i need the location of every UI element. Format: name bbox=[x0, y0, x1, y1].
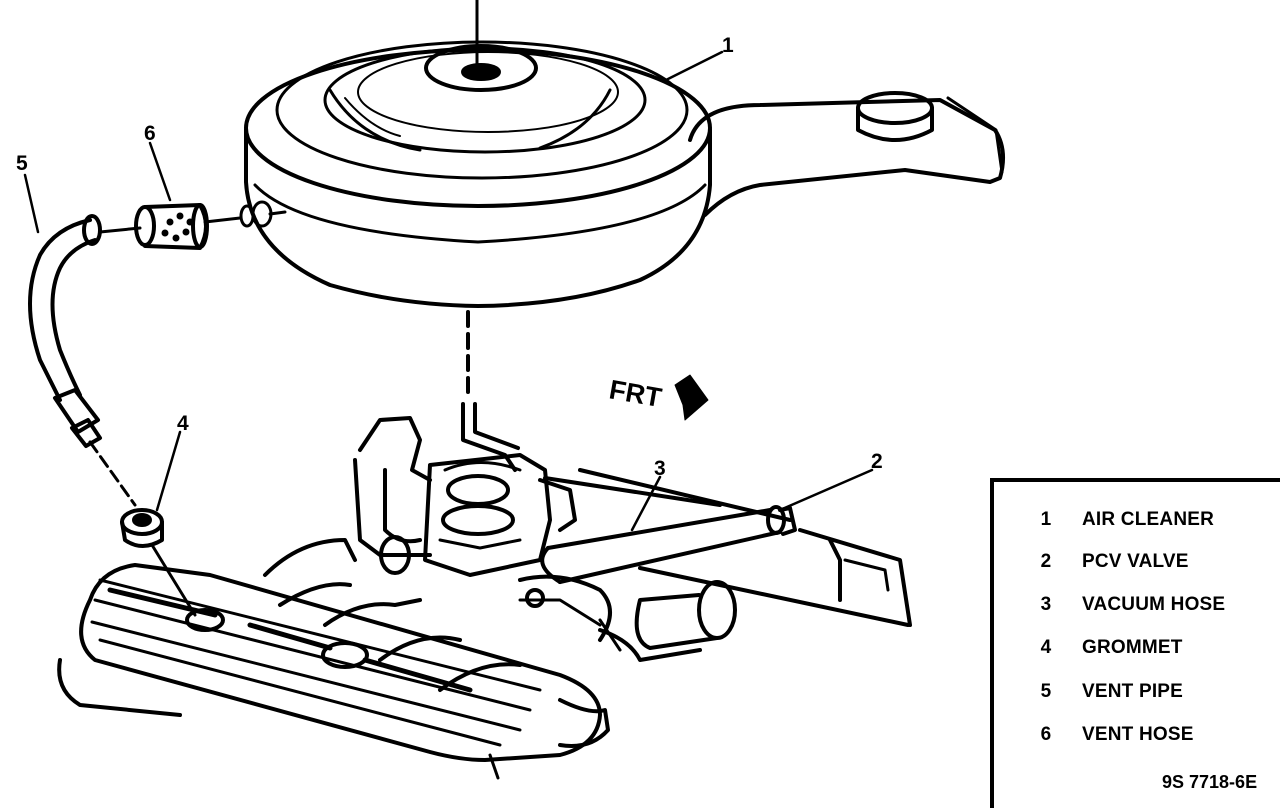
legend-box: 1 AIR CLEANER 2 PCV VALVE 3 VACUUM HOSE … bbox=[990, 478, 1280, 808]
legend-number: 4 bbox=[1040, 637, 1052, 658]
pipe-guide-line bbox=[88, 440, 137, 507]
legend-label: VENT HOSE bbox=[1082, 724, 1194, 745]
intake-manifold bbox=[263, 538, 737, 692]
figure-code: 9S 7718-6E bbox=[1162, 772, 1258, 792]
legend-label: VENT PIPE bbox=[1082, 681, 1184, 702]
vacuum-hose bbox=[540, 508, 782, 584]
vent-hose bbox=[134, 203, 209, 250]
callout-6: 6 bbox=[144, 122, 156, 145]
legend-number: 3 bbox=[1040, 594, 1052, 615]
callout-1: 1 bbox=[722, 34, 734, 57]
legend-label: PCV VALVE bbox=[1082, 551, 1189, 572]
carburetor bbox=[353, 402, 577, 577]
vent-pipe bbox=[28, 214, 102, 448]
callout-4: 4 bbox=[177, 412, 189, 435]
callout-3: 3 bbox=[654, 457, 666, 480]
callout-5: 5 bbox=[16, 152, 28, 175]
grommet bbox=[120, 508, 164, 548]
legend-label: AIR CLEANER bbox=[1082, 509, 1215, 530]
callout-2: 2 bbox=[871, 450, 883, 473]
leader-lines bbox=[23, 50, 874, 532]
legend-number: 5 bbox=[1040, 681, 1052, 702]
legend-label: VACUUM HOSE bbox=[1082, 594, 1226, 615]
legend-number: 6 bbox=[1040, 724, 1052, 745]
valve-cover bbox=[57, 563, 610, 780]
engine-rail bbox=[543, 468, 912, 627]
legend-number: 2 bbox=[1040, 551, 1052, 572]
legend-label: GROMMET bbox=[1082, 637, 1183, 658]
hose-clamp bbox=[98, 200, 287, 234]
front-direction-label: FRT bbox=[607, 374, 664, 413]
legend-number: 1 bbox=[1040, 509, 1052, 530]
air-cleaner bbox=[244, 40, 1006, 308]
front-arrow-icon bbox=[674, 374, 709, 421]
